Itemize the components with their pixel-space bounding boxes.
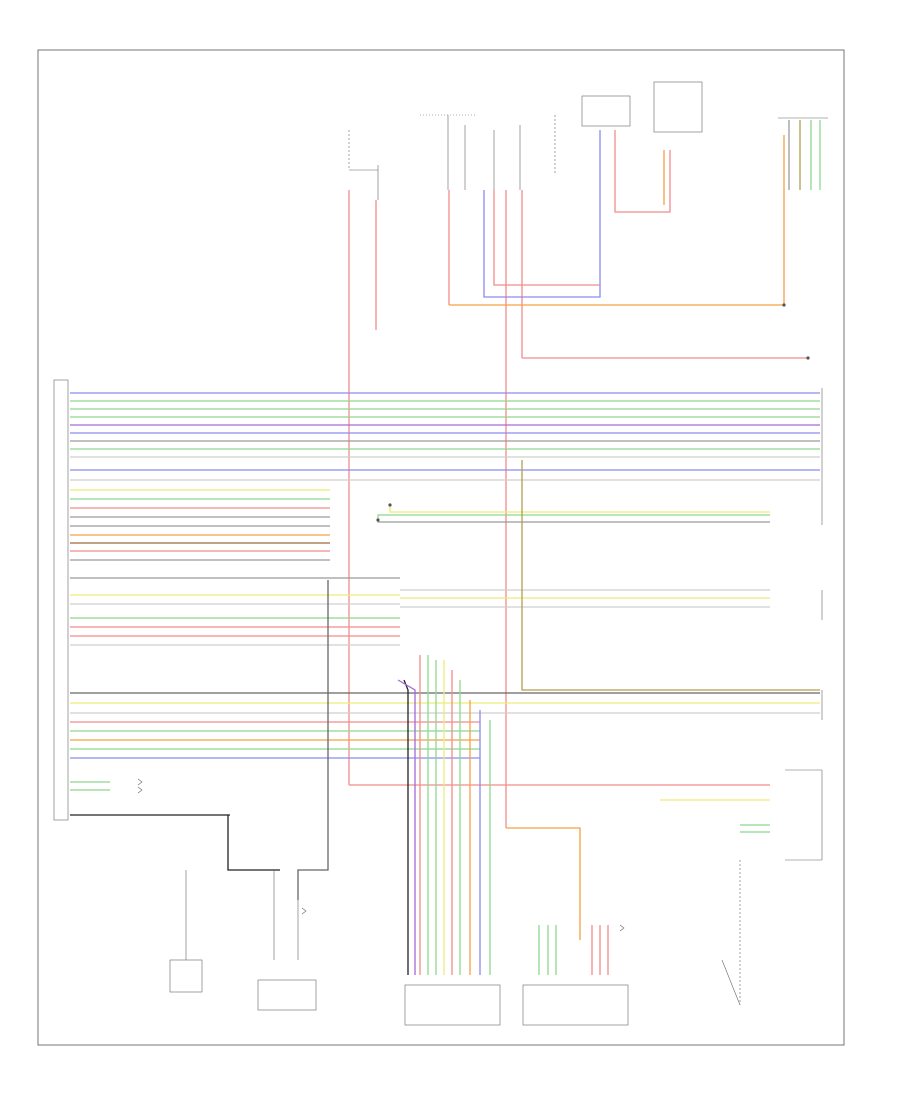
- splice-dot-icon: [376, 518, 380, 522]
- connector-arrows: [137, 778, 625, 932]
- connector-arrow-icon: [301, 907, 307, 915]
- wire-blue-1: [483, 130, 601, 298]
- junction-box-top: [420, 114, 476, 190]
- bottom-module-mid: [257, 870, 317, 1011]
- wire-orange-1: [449, 135, 785, 306]
- bottom-connector-center: [404, 984, 501, 1026]
- bottom-drop-wires: [227, 580, 491, 975]
- splice-dots: [376, 303, 810, 522]
- bottom-sensor-right: [721, 860, 741, 1006]
- right-connector: [785, 388, 823, 861]
- module-top-left: [581, 95, 631, 127]
- bottom-components: [169, 860, 741, 1026]
- bottom-sensor-left: [169, 870, 203, 993]
- harness-wires: [70, 392, 820, 816]
- connector-arrow-icon: [137, 778, 143, 786]
- fuse-top-b: [493, 115, 556, 190]
- bottom-connector-right: [522, 925, 629, 1026]
- splice-dot-icon: [388, 503, 392, 507]
- module-top-right: [653, 81, 703, 133]
- splice-dot-icon: [806, 356, 810, 360]
- right-wires: [349, 460, 820, 940]
- splice-dot-icon: [782, 303, 786, 307]
- wire-red-8: [614, 130, 671, 213]
- connector-arrow-icon: [137, 786, 143, 794]
- left-connector: [53, 379, 69, 821]
- wire-red-7: [493, 190, 600, 286]
- top-components: [348, 81, 828, 200]
- diagram-frame: [37, 49, 845, 1046]
- top-wires: [348, 120, 821, 828]
- connector-arrow-icon: [619, 924, 625, 932]
- fuse-top-a: [348, 130, 379, 200]
